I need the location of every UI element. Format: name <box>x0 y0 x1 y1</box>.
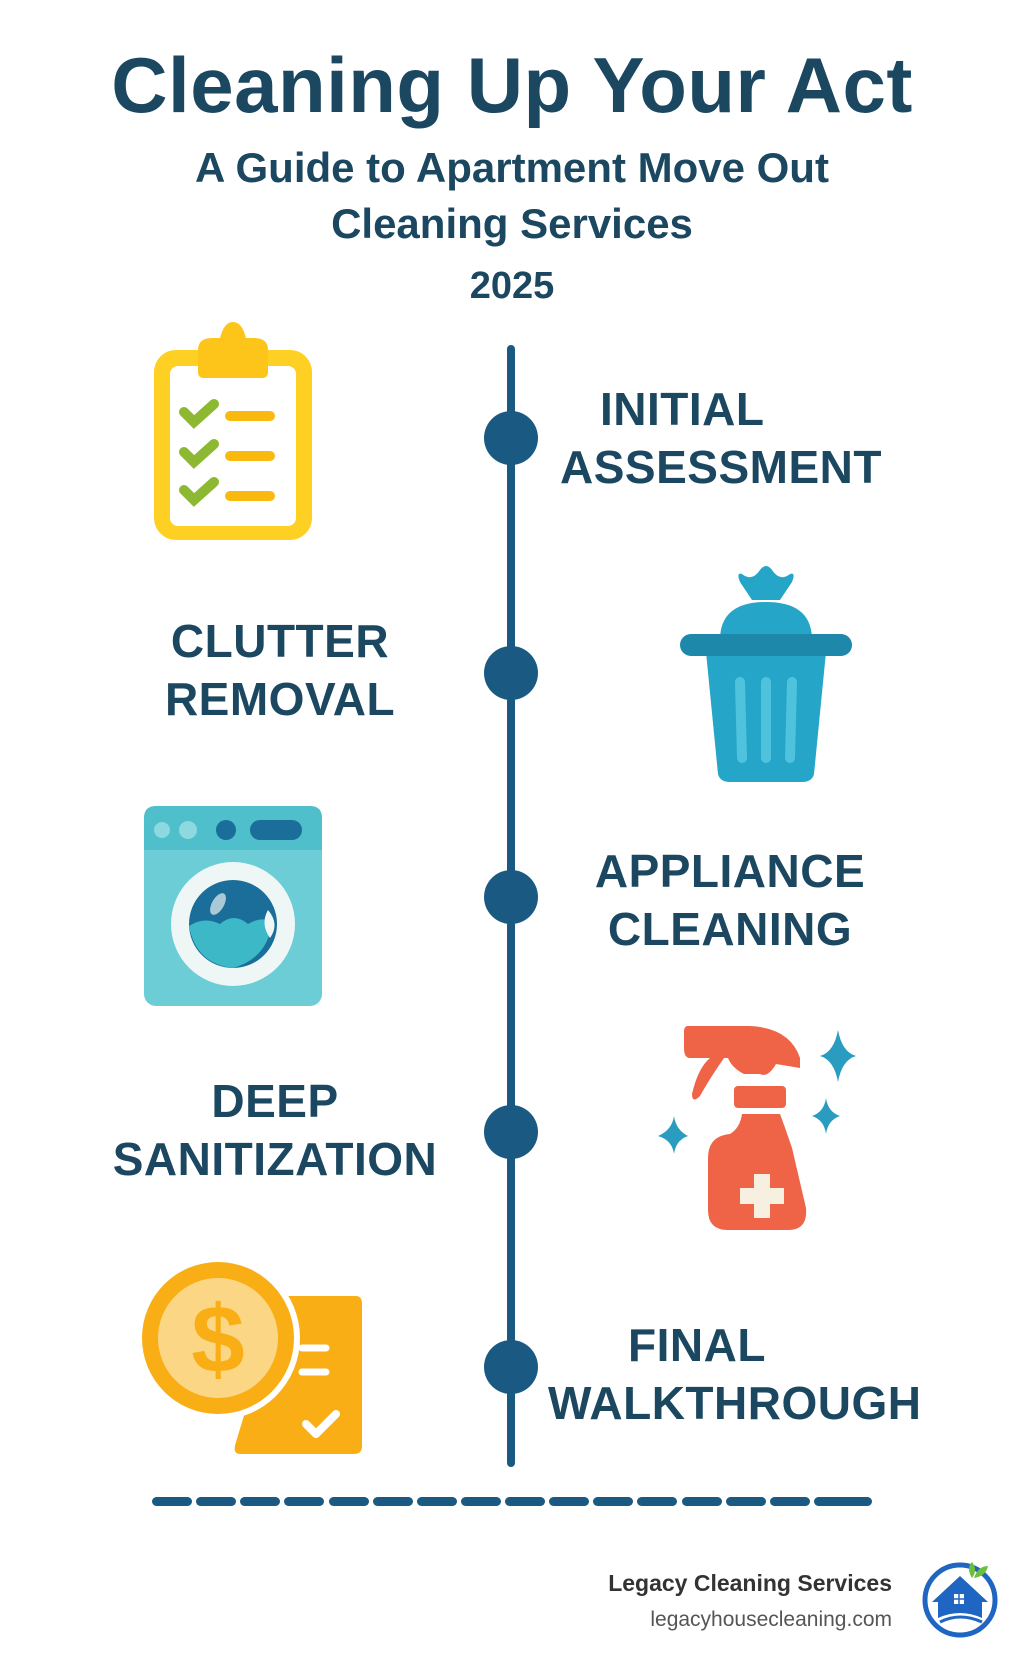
step-appliance-cleaning: APPLIANCE CLEANING <box>594 845 866 955</box>
page-title: Cleaning Up Your Act <box>111 41 913 129</box>
spray-bottle-icon <box>640 1018 870 1244</box>
page-subtitle: A Guide to Apartment Move Out Cleaning S… <box>0 140 1024 252</box>
house-logo-icon <box>920 1558 1000 1638</box>
step-deep-sanitization: DEEP SANITIZATION <box>112 1075 438 1185</box>
timeline-node-4 <box>484 1105 538 1159</box>
dashed-divider <box>152 1497 872 1509</box>
timeline-node-3 <box>484 870 538 924</box>
timeline-node-1 <box>484 411 538 465</box>
step-initial-assessment: INITIAL ASSESSMENT <box>560 383 882 493</box>
brand-name: Legacy Cleaning Services <box>608 1570 892 1596</box>
coin-invoice-icon: $ <box>136 1256 370 1456</box>
step-final-walkthrough: FINAL WALKTHROUGH <box>548 1319 922 1429</box>
subtitle-line-1: A Guide to Apartment Move Out <box>195 144 829 191</box>
clipboard-checklist-icon <box>146 320 320 548</box>
svg-text:$: $ <box>191 1286 244 1393</box>
trash-bin-icon <box>680 560 852 786</box>
timeline-node-2 <box>484 646 538 700</box>
washing-machine-icon <box>144 806 322 1006</box>
step-clutter-removal: CLUTTER REMOVAL <box>164 615 396 725</box>
brand-url[interactable]: legacyhousecleaning.com <box>650 1608 892 1631</box>
timeline-node-5 <box>484 1340 538 1394</box>
subtitle-line-2: Cleaning Services <box>331 200 693 247</box>
year-label: 2025 <box>469 265 555 307</box>
